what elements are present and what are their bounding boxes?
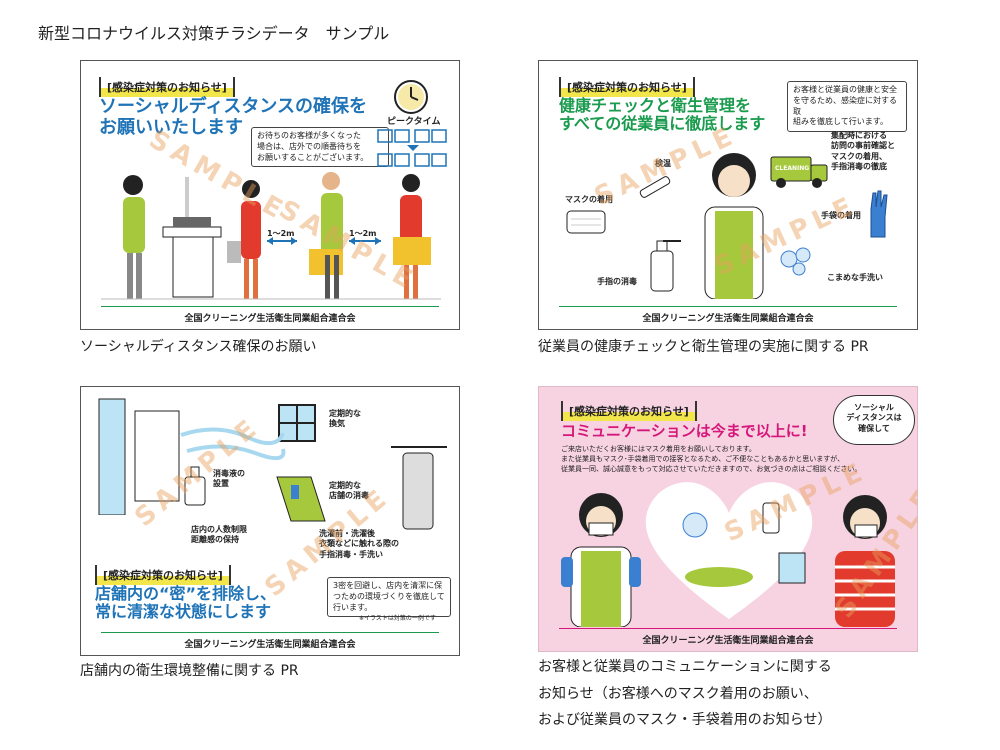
- window-icon: [278, 404, 316, 442]
- notice-tag: [感染症対策のお知らせ]: [99, 77, 235, 97]
- delivery-van-icon: [770, 156, 828, 188]
- speech-bubble: ソーシャル ディスタンスは 確保して: [833, 395, 915, 445]
- customer-illustration: [835, 495, 895, 627]
- flyer-footer: 全国クリーニング生活衛生同業組合連合会: [642, 636, 814, 646]
- footer-divider: [101, 306, 439, 307]
- flyer-communication[interactable]: [感染症対策のお知らせ] ソーシャル ディスタンスは 確保して コミュニケーショ…: [538, 386, 918, 652]
- peak-time-schedule: [377, 129, 447, 167]
- dispenser-label: 消毒液の 設置: [213, 469, 245, 489]
- flyer-health-check[interactable]: [感染症対策のお知らせ] 健康チェックと衛生管理を すべての従業員に徹底します …: [538, 60, 918, 330]
- headline: コミュニケーションは今まで以上に!: [561, 422, 808, 440]
- mask-label: マスクの着用: [565, 195, 613, 204]
- flyer-footer: 全国クリーニング生活衛生同業組合連合会: [184, 314, 356, 324]
- page-title: 新型コロナウイルス対策チラシデータ サンプル: [38, 24, 390, 43]
- dispenser-icon: [184, 466, 206, 506]
- air-flow-icon: [180, 427, 286, 461]
- wash-label: 洗濯前・洗濯後 衣類などに触れる際の 手指消毒・手洗い: [319, 529, 399, 559]
- sanitize-label: 手指の消毒: [597, 277, 637, 286]
- peak-time-label: ピークタイム: [387, 117, 441, 127]
- glove-icon: [870, 190, 888, 238]
- van-label: CLEANING: [775, 165, 810, 172]
- caption-communication: お客様と従業員のコミュニケーションに関する お知らせ（お客様へのマスク着用のお願…: [538, 659, 832, 729]
- avoid-3c-note: 3密を回避し、店内を清潔に保 つための環境づくりを徹底して 行います。: [327, 577, 451, 618]
- body-text: ご来店いただくお客様にはマスク着用をお願いしております。 また従業員もマスク･手…: [561, 445, 862, 473]
- flyer-footer: 全国クリーニング生活衛生同業組合連合会: [184, 640, 356, 650]
- temp-label: 検温: [655, 159, 671, 168]
- people-limit-label: 店内の人数制限 距離感の保持: [191, 525, 247, 545]
- mask-icon: [566, 210, 606, 234]
- doorway-illustration: [98, 398, 180, 515]
- waiting-note: お待ちのお客様が多くなった 場合は、店外での順番待ちを お願いすることがございま…: [251, 127, 389, 168]
- notice-tag: [感染症対策のお知らせ]: [95, 565, 231, 585]
- store-clean-label: 定期的な 店舗の消毒: [329, 481, 369, 501]
- wash-label: こまめな手洗い: [827, 273, 883, 282]
- vent-label: 定期的な 換気: [329, 409, 361, 429]
- heart-illustration: [645, 482, 813, 619]
- caption-social-distance: ソーシャルディスタンス確保のお願い: [80, 339, 317, 355]
- hanging-clothes-illustration: [391, 446, 447, 530]
- clock-icon: [394, 80, 428, 114]
- caption-store-hygiene: 店舗内の衛生環境整備に関する PR: [80, 663, 299, 679]
- flyer-social-distance[interactable]: [感染症対策のお知らせ] ソーシャルディスタンスの確保を お願いいたします お待…: [80, 60, 460, 330]
- gloves-label: 手袋の着用: [821, 211, 861, 220]
- safety-note: お客様と従業員の健康と安全 を守るため、感染症に対する取 組みを徹底して行います…: [787, 81, 907, 133]
- footer-divider: [101, 632, 439, 633]
- headline: 健康チェックと衛生管理を すべての従業員に徹底します: [559, 96, 766, 134]
- staff-illustration: [704, 153, 764, 299]
- footer-divider: [559, 306, 897, 307]
- distance-scene-illustration: [101, 172, 441, 300]
- headline: ソーシャルディスタンスの確保を お願いいたします: [99, 96, 368, 138]
- flyer-store-hygiene[interactable]: 定期的な 換気 消毒液の 設置 定期的な 店舗の消毒 店内の人数制限 距離感の保…: [80, 386, 460, 656]
- notice-tag: [感染症対策のお知らせ]: [559, 77, 695, 97]
- flyer-footer: 全国クリーニング生活衛生同業組合連合会: [642, 314, 814, 324]
- notice-tag: [感染症対策のお知らせ]: [561, 401, 697, 421]
- staff-illustration: [561, 493, 641, 627]
- thermometer-icon: [639, 176, 671, 198]
- cleaning-station-illustration: [276, 476, 326, 522]
- headline: 店舗内の“密”を排除し、 常に清潔な状態にします: [95, 584, 277, 622]
- illustration-disclaimer: ※イラストは対策の一例です: [359, 615, 436, 622]
- footer-divider: [559, 628, 897, 629]
- distance-label-1: 1〜2m: [267, 229, 295, 238]
- distance-label-2: 1〜2m: [349, 229, 377, 238]
- caption-health-check: 従業員の健康チェックと衛生管理の実施に関する PR: [538, 339, 869, 355]
- sanitizer-icon: [650, 240, 681, 292]
- delivery-label: 集配時における 訪問の事前確認と マスクの着用、 手指消毒の徹底: [831, 131, 895, 172]
- handwash-icon: [780, 247, 811, 276]
